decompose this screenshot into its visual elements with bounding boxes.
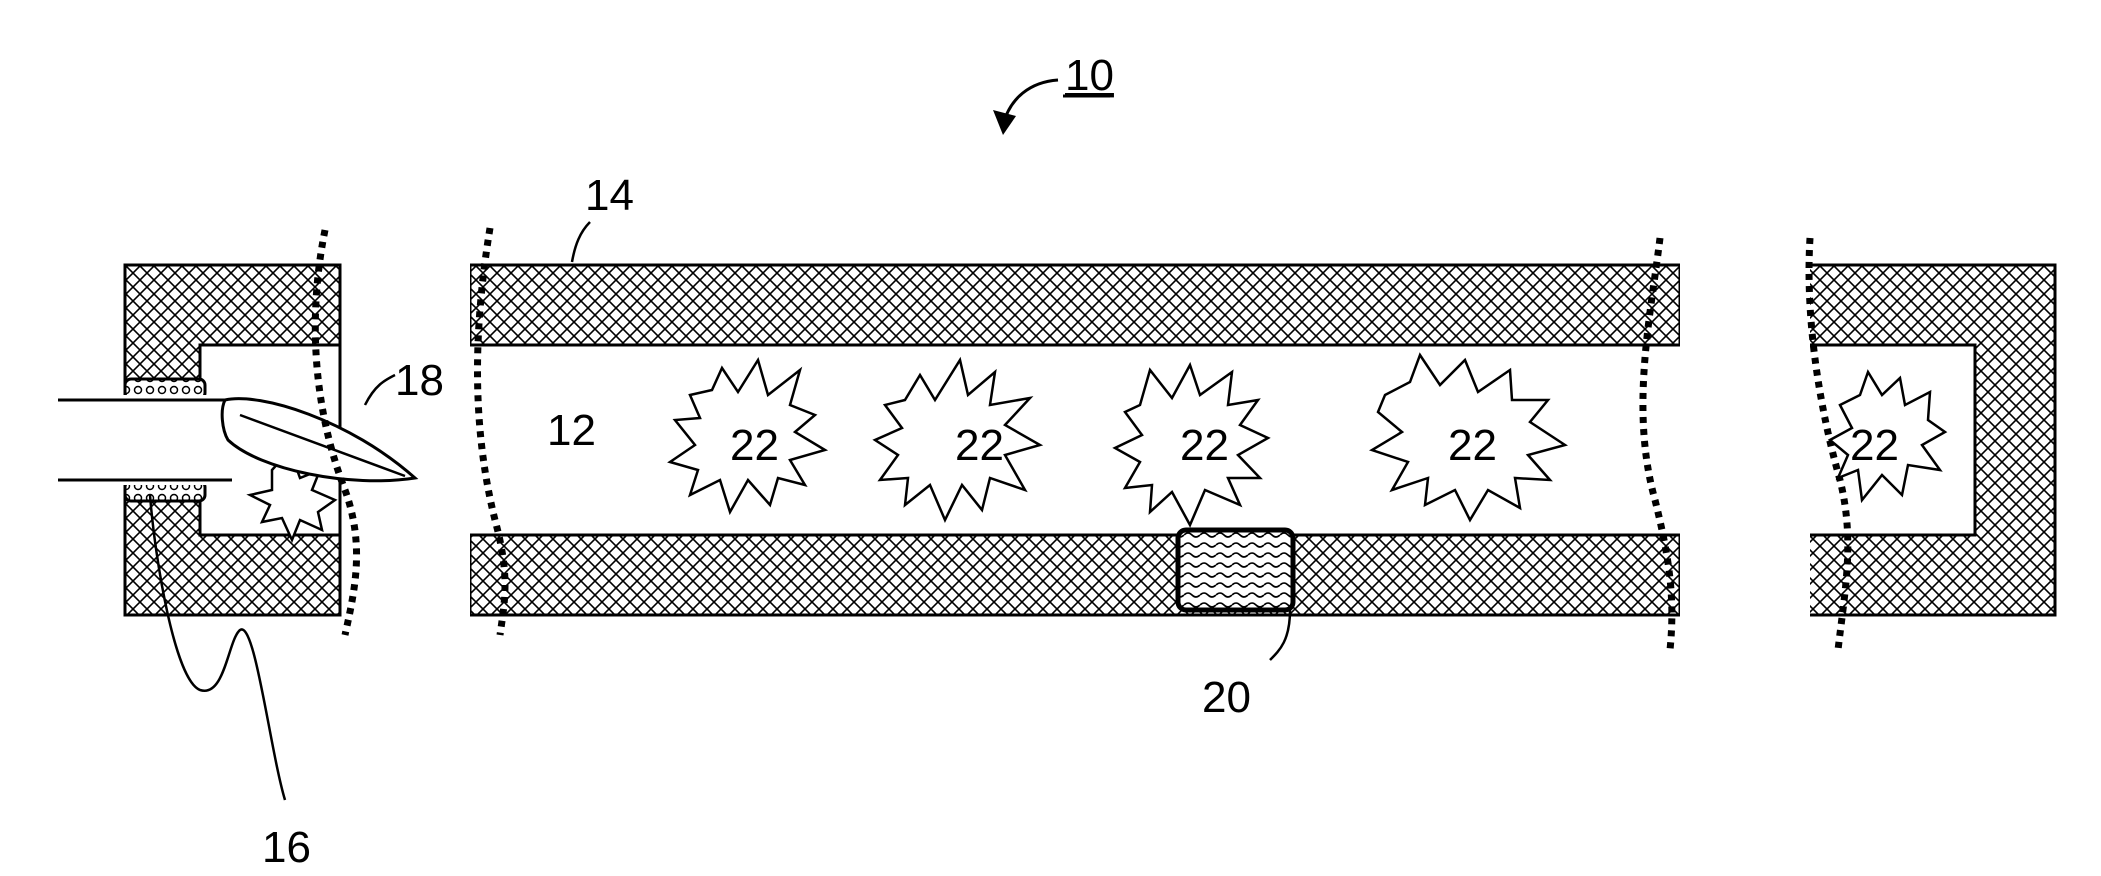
particle-label: 22 — [1448, 421, 1497, 470]
particle-3: 22 — [1115, 365, 1268, 525]
particle-2: 22 — [875, 360, 1040, 520]
middle-segment: 20 14 12 22 22 22 22 — [470, 171, 1680, 722]
label-wall: 14 — [585, 171, 634, 220]
leader-20 — [1270, 610, 1290, 660]
label-seal: 16 — [262, 823, 311, 872]
needle — [0, 395, 415, 485]
label-needle: 18 — [395, 356, 444, 405]
particle-label: 22 — [1180, 421, 1229, 470]
label-chamber: 12 — [547, 406, 596, 455]
particle-5: 22 — [1830, 372, 1945, 500]
particle-label: 22 — [955, 421, 1004, 470]
left-segment: 18 16 — [0, 230, 444, 872]
particle-4: 22 — [1372, 355, 1565, 520]
leader-14 — [572, 222, 590, 262]
particle-1: 22 — [670, 360, 825, 512]
particle-label: 22 — [1850, 421, 1899, 470]
label-port: 20 — [1202, 673, 1251, 722]
top-wall — [470, 265, 1680, 345]
bottom-wall — [470, 535, 1680, 615]
port — [1178, 530, 1293, 610]
particle-label: 22 — [730, 421, 779, 470]
figure-number: 10 — [1065, 51, 1114, 100]
right-segment: 22 — [1790, 238, 2055, 650]
leader-18 — [365, 375, 395, 405]
arrowhead-icon — [993, 110, 1016, 135]
figure-reference: 10 — [993, 51, 1114, 135]
